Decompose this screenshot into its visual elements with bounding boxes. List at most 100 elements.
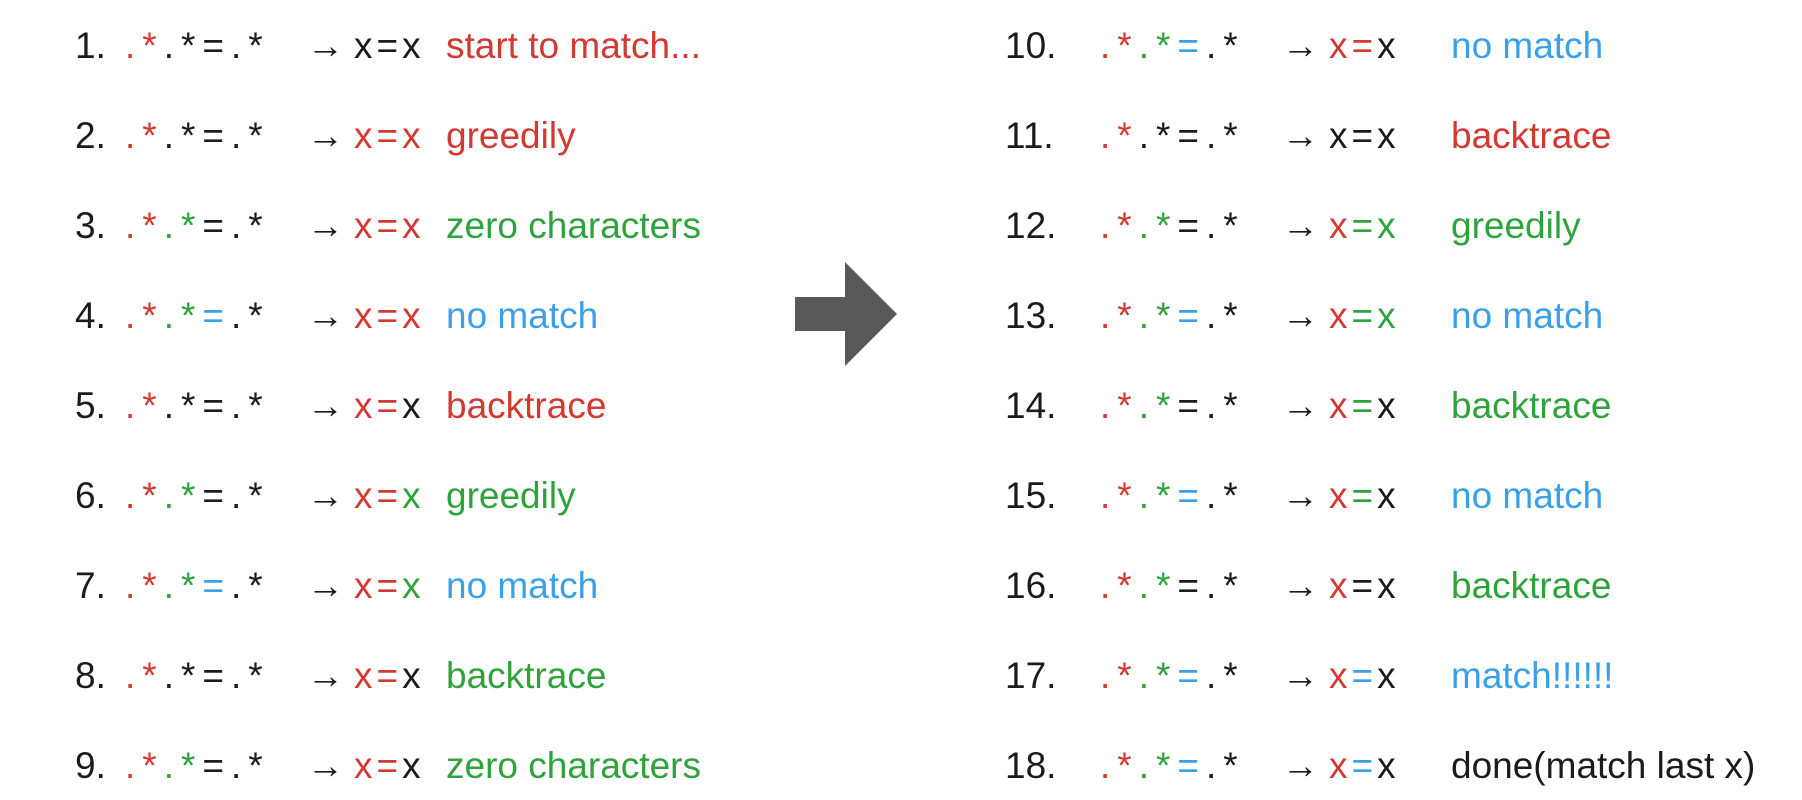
- target-string-char: x: [354, 294, 377, 336]
- regex-pattern-char: =: [1177, 654, 1206, 696]
- steps-column-left: 1. .*.*=.* → x=x start to match... 2. .*…: [75, 0, 701, 800]
- target-string: x=x: [1329, 657, 1413, 694]
- regex-pattern-char: *: [248, 564, 270, 606]
- regex-pattern-char: *: [1155, 24, 1178, 66]
- regex-pattern-char: .: [163, 294, 181, 336]
- step-row: 2. .*.*=.* → x=x greedily: [75, 90, 701, 180]
- step-label: greedily: [446, 114, 576, 156]
- regex-pattern-char: *: [248, 474, 270, 516]
- regex-pattern: .*.*=.*: [125, 27, 297, 64]
- flow-arrow-icon: [795, 262, 897, 366]
- regex-pattern-char: .: [125, 114, 143, 156]
- regex-pattern-char: *: [1223, 744, 1245, 786]
- regex-pattern-char: .: [163, 744, 181, 786]
- regex-pattern-char: .: [1205, 474, 1224, 516]
- step-arrow-icon: →: [1282, 204, 1319, 246]
- regex-pattern-char: .: [125, 204, 143, 246]
- step-row: 8. .*.*=.* → x=x backtrace: [75, 630, 701, 720]
- regex-pattern-char: =: [202, 294, 231, 336]
- step-label: no match: [446, 564, 599, 606]
- regex-pattern-char: .: [1100, 744, 1118, 786]
- regex-pattern-char: *: [1155, 654, 1178, 696]
- regex-pattern-char: *: [1223, 204, 1245, 246]
- step-arrow-icon: →: [1282, 294, 1319, 336]
- target-string-char: x: [354, 654, 377, 696]
- step-number: 13.: [1005, 294, 1057, 336]
- regex-pattern-char: *: [1117, 204, 1139, 246]
- steps-column-right: 10. .*.*=.* → x=x no match 11. .*.*=.* →…: [1005, 0, 1755, 800]
- target-string: x=x: [354, 747, 438, 784]
- regex-pattern-char: .: [1100, 654, 1118, 696]
- regex-pattern-char: *: [180, 474, 203, 516]
- target-string-char: x: [1377, 24, 1400, 66]
- regex-pattern-char: *: [180, 564, 203, 606]
- step-row: 11. .*.*=.* → x=x backtrace: [1005, 90, 1755, 180]
- step-row: 14. .*.*=.* → x=x backtrace: [1005, 360, 1755, 450]
- step-arrow-icon: →: [307, 744, 344, 786]
- regex-pattern-char: *: [1117, 474, 1139, 516]
- regex-pattern: .*.*=.*: [1100, 657, 1272, 694]
- step-number: 15.: [1005, 474, 1057, 516]
- target-string: x=x: [1329, 207, 1413, 244]
- target-string-char: =: [376, 204, 403, 246]
- step-arrow-icon: →: [307, 564, 344, 606]
- regex-pattern-char: .: [125, 24, 143, 66]
- target-string-char: =: [376, 654, 403, 696]
- regex-pattern-char: =: [1177, 294, 1206, 336]
- regex-pattern-char: .: [1100, 114, 1118, 156]
- regex-pattern-char: .: [230, 654, 249, 696]
- step-arrow-icon: →: [1282, 564, 1319, 606]
- regex-pattern-char: .: [230, 204, 249, 246]
- regex-pattern-char: *: [142, 294, 164, 336]
- target-string-char: x: [1377, 204, 1400, 246]
- target-string-char: x: [402, 294, 425, 336]
- step-label: backtrace: [1451, 114, 1612, 156]
- step-number: 18.: [1005, 744, 1057, 786]
- regex-pattern-char: .: [230, 474, 249, 516]
- regex-pattern: .*.*=.*: [125, 117, 297, 154]
- target-string-char: x: [402, 24, 425, 66]
- regex-pattern-char: .: [125, 294, 143, 336]
- step-number: 11.: [1005, 114, 1054, 156]
- regex-pattern-char: *: [1117, 744, 1139, 786]
- step-arrow-icon: →: [1282, 654, 1319, 696]
- step-label: match!!!!!!: [1451, 654, 1614, 696]
- step-number: 10.: [1005, 24, 1057, 66]
- regex-pattern: .*.*=.*: [1100, 477, 1272, 514]
- target-string-char: =: [1351, 744, 1378, 786]
- step-number: 12.: [1005, 204, 1057, 246]
- step-label: greedily: [1451, 204, 1581, 246]
- regex-pattern-char: =: [202, 744, 231, 786]
- regex-pattern-char: =: [202, 24, 231, 66]
- regex-pattern-char: *: [180, 744, 203, 786]
- regex-pattern-char: .: [125, 744, 143, 786]
- regex-pattern-char: .: [125, 654, 143, 696]
- step-label: backtrace: [446, 654, 607, 696]
- regex-pattern-char: .: [230, 564, 249, 606]
- regex-pattern-char: .: [1205, 384, 1224, 426]
- regex-pattern-char: *: [142, 114, 164, 156]
- step-label: greedily: [446, 474, 576, 516]
- step-row: 4. .*.*=.* → x=x no match: [75, 270, 701, 360]
- step-number: 3.: [75, 204, 106, 246]
- step-label: no match: [446, 294, 599, 336]
- regex-pattern-char: .: [1138, 654, 1156, 696]
- regex-pattern-char: =: [1177, 474, 1206, 516]
- target-string-char: x: [402, 744, 425, 786]
- step-arrow-icon: →: [307, 204, 344, 246]
- target-string-char: =: [376, 564, 403, 606]
- regex-pattern-char: .: [1205, 204, 1224, 246]
- regex-pattern-char: .: [1205, 744, 1224, 786]
- regex-pattern-char: *: [1155, 204, 1178, 246]
- step-row: 12. .*.*=.* → x=x greedily: [1005, 180, 1755, 270]
- regex-pattern: .*.*=.*: [1100, 27, 1272, 64]
- step-label: no match: [1451, 294, 1604, 336]
- regex-pattern-char: *: [248, 24, 270, 66]
- regex-pattern-char: .: [1100, 564, 1118, 606]
- regex-pattern-char: *: [142, 654, 164, 696]
- regex-pattern-char: *: [248, 114, 270, 156]
- regex-pattern-char: *: [1117, 114, 1139, 156]
- target-string: x=x: [1329, 387, 1413, 424]
- regex-pattern-char: .: [1205, 114, 1224, 156]
- target-string-char: =: [376, 294, 403, 336]
